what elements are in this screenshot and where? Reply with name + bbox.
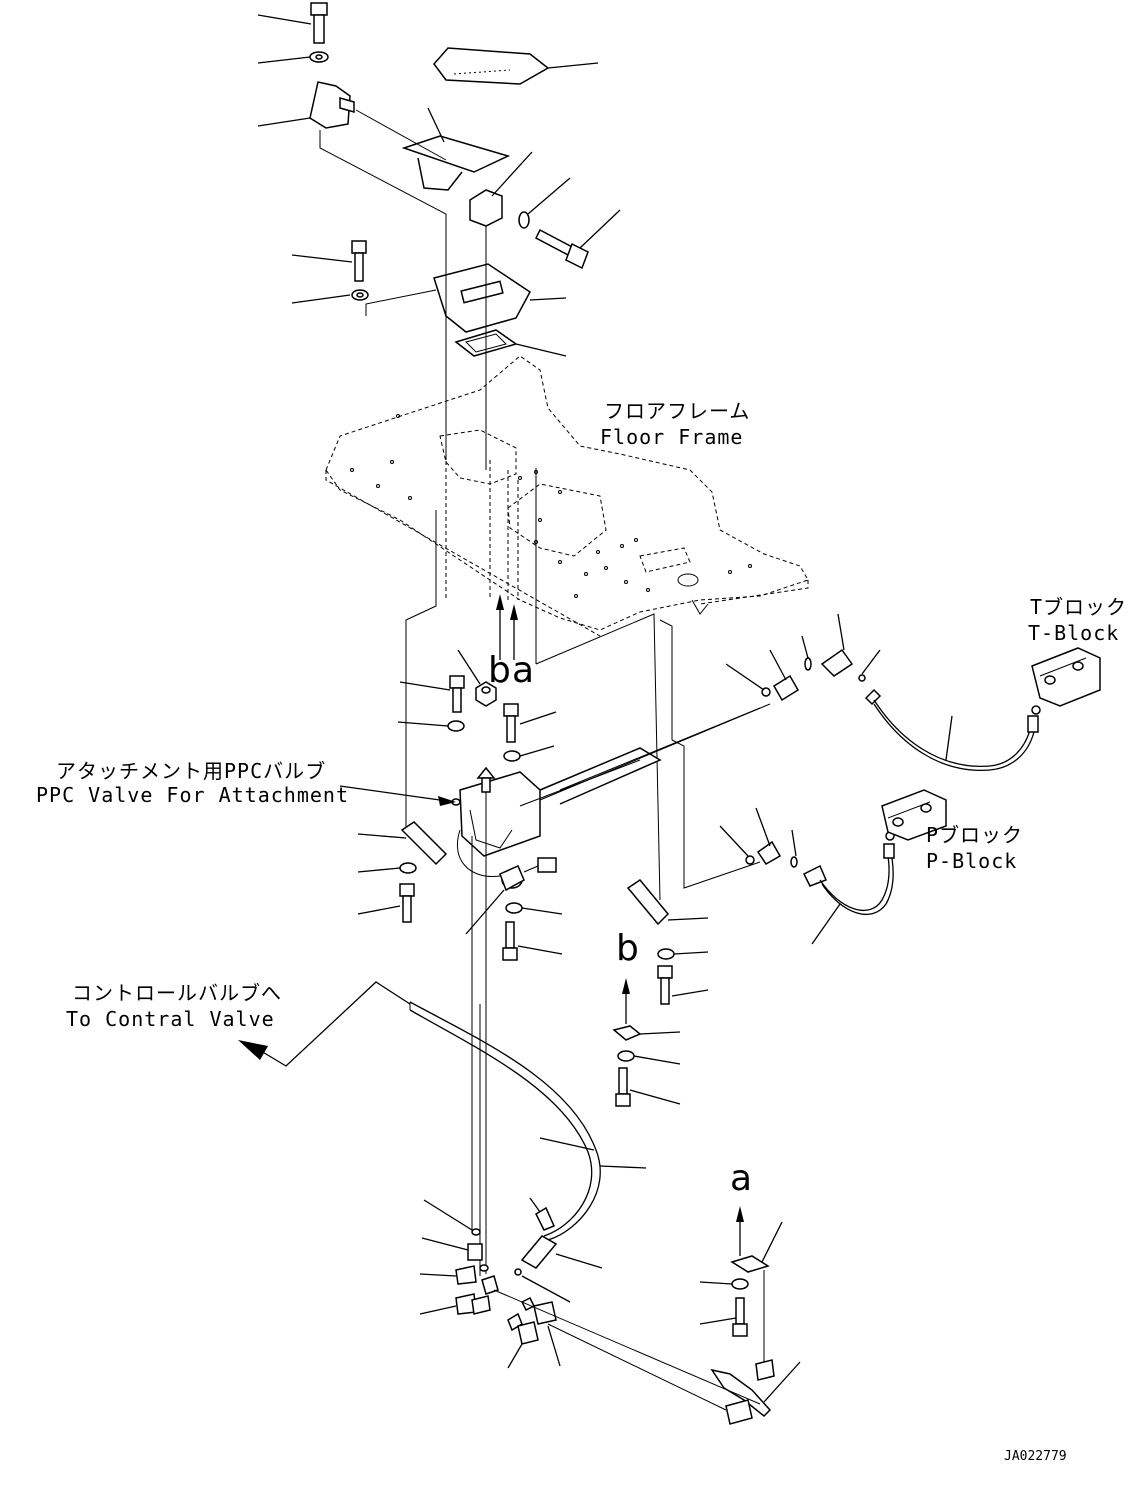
- ref-b-upper: b: [488, 650, 511, 691]
- top-bolt: [257, 2, 328, 44]
- pedal: [401, 107, 511, 191]
- sensor-washer: [505, 902, 563, 915]
- bracket-right-bolt: [657, 965, 709, 1005]
- floor-frame-jp: フロアフレーム: [604, 399, 750, 423]
- drawing-code: JA022779: [1004, 1449, 1067, 1464]
- ppc-valve-en: PPC Valve For Attachment: [36, 783, 349, 807]
- hinge-bracket: [257, 81, 355, 129]
- control-valve-arrow: [238, 981, 411, 1067]
- p-block: [881, 789, 947, 841]
- p-block-fittings: [719, 807, 798, 868]
- plate-washer: [291, 289, 369, 304]
- valve-washer-1: [397, 720, 465, 732]
- p-block-en: P-Block: [926, 849, 1017, 873]
- pin-washer: [518, 177, 571, 229]
- t-block-fittings: [725, 613, 881, 702]
- t-block-jp: Tブロック: [1030, 595, 1127, 619]
- clip-b-bolt: [615, 1067, 681, 1107]
- ppc-valve: [451, 747, 662, 877]
- lower-fittings: [419, 1199, 561, 1369]
- pilot-cable: [409, 1001, 647, 1241]
- bracket-left-washer: [357, 862, 417, 874]
- p-block-jp: Pブロック: [926, 823, 1023, 847]
- long-bolt: [535, 209, 621, 270]
- p-block-hose: [802, 831, 895, 945]
- clip-a-washer: [699, 1278, 749, 1290]
- valve-nut: [457, 649, 497, 707]
- t-block: [1031, 647, 1101, 707]
- clip-a: [730, 1221, 783, 1273]
- valve-bolt-1: [399, 675, 465, 713]
- valve-washer-2: [503, 745, 555, 762]
- plate-bolt: [291, 240, 367, 282]
- top-washer: [257, 51, 329, 64]
- cable-end-fitting: [514, 1197, 603, 1303]
- floor-frame: [325, 355, 809, 637]
- bracket-right: [626, 878, 709, 926]
- sensor-bolt: [502, 921, 563, 961]
- rubber-seal: [454, 329, 567, 357]
- bracket-left-bolt: [357, 883, 415, 923]
- bracket-right-washer: [657, 948, 709, 960]
- control-valve-en: To Contral Valve: [66, 1007, 275, 1031]
- floor-frame-en: Floor Frame: [600, 425, 743, 449]
- ref-a-upper: a: [512, 650, 534, 691]
- arrow-a-lower: [736, 1206, 744, 1256]
- t-block-en: T-Block: [1028, 621, 1119, 645]
- lever-assembly: [710, 1359, 801, 1425]
- clip-b: [612, 1025, 681, 1041]
- bracket-left: [357, 821, 448, 866]
- control-valve-jp: コントロールバルブへ: [72, 981, 282, 1005]
- arrow-b-lower: [622, 978, 630, 1024]
- ppc-valve-jp: アタッチメント用PPCバルブ: [56, 759, 326, 783]
- pedal-pad: [433, 47, 599, 85]
- valve-bolt-2: [503, 703, 557, 743]
- ref-a-lower: a: [730, 1158, 752, 1199]
- clip-b-washer: [617, 1050, 681, 1065]
- t-block-hose: [864, 688, 1041, 771]
- valve-sensor: [465, 857, 557, 935]
- ref-b-lower: b: [616, 928, 639, 969]
- cover-plate: [365, 263, 567, 333]
- stopper-block: [469, 151, 533, 227]
- clip-a-bolt: [699, 1297, 748, 1337]
- arrow-b-upper: [496, 594, 518, 660]
